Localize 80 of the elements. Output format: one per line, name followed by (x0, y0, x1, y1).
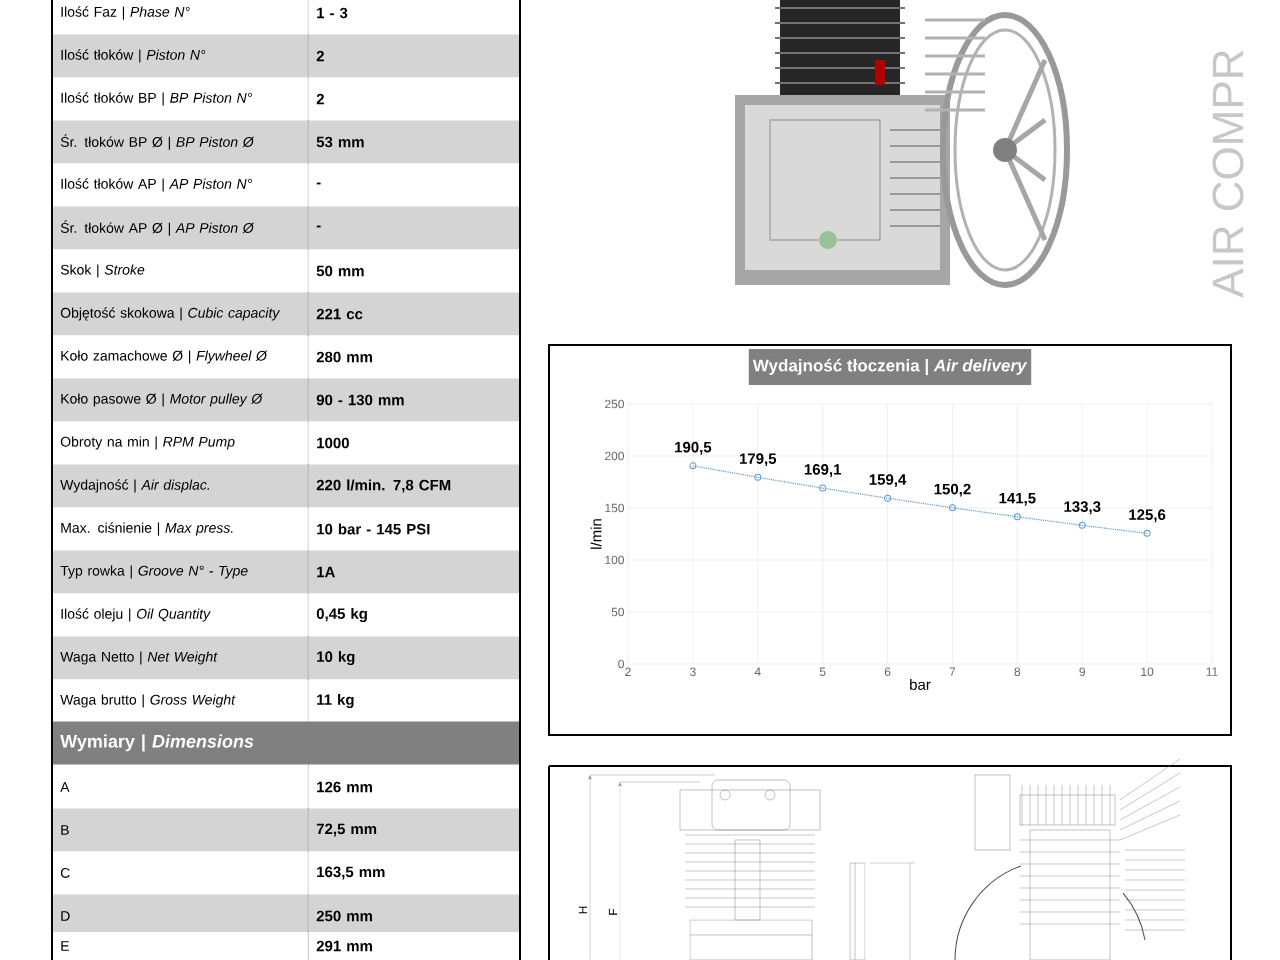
table-cell: - (308, 206, 522, 250)
table-cell: Waga brutto | Gross Weight (52, 678, 309, 724)
table-cell: 72,5 mm (308, 808, 522, 852)
table-cell: 280 mm (308, 335, 522, 379)
x-axis-title: bar (910, 678, 931, 690)
table-cell: 163,5 mm (308, 851, 522, 895)
x-tick-label: 4 (754, 667, 761, 676)
y-tick-label: 0 (618, 659, 625, 669)
table-cell: 0,45 kg (308, 593, 522, 637)
table-cell: 50 mm (308, 249, 522, 293)
table-cell: C (52, 850, 309, 896)
x-tick-label: 11 (1206, 667, 1218, 676)
dimension-label: F (607, 907, 619, 917)
side-title: AIR COMPR (1212, 50, 1244, 298)
point (1143, 529, 1151, 537)
table-cell: Koło pasowe Ø | Motor pulley Ø (52, 377, 309, 423)
text: 141,5 (999, 492, 1036, 506)
table-cell: 90 - 130 mm (308, 378, 522, 422)
y-axis-title: l/min (590, 519, 602, 549)
y-tick-label: 100 (605, 555, 625, 565)
table-cell: Wydajność | Air displac. (52, 463, 309, 509)
text: 125,6 (1129, 509, 1166, 523)
table-cell: 221 cc (308, 292, 522, 336)
table-cell: Waga Netto | Net Weight (52, 635, 309, 681)
point (1013, 513, 1021, 521)
table-cell: 1000 (308, 421, 522, 465)
y-tick-label: 200 (605, 451, 625, 461)
table-cell: B (52, 807, 309, 853)
x-tick-label: 7 (949, 667, 956, 676)
dimension-label: H (577, 904, 589, 916)
chart-title: Wydajność tłoczenia | Air delivery (748, 349, 1032, 385)
table-cell: Ilość oleju | Oil Quantity (52, 592, 309, 638)
x-tick-label: 10 (1141, 667, 1154, 677)
table-cell: Ilość tłoków AP | AP Piston N° (52, 162, 309, 208)
table-cell: - (308, 163, 522, 207)
table-cell: Śr. tłoków BP Ø | BP Piston Ø (52, 119, 309, 165)
x-tick-label: 2 (625, 667, 631, 676)
point (948, 504, 956, 512)
point (754, 473, 762, 481)
x-tick-label: 9 (1079, 667, 1085, 677)
point (884, 494, 892, 502)
table-cell: Objętość skokowa | Cubic capacity (52, 291, 309, 337)
x-tick-label: 3 (690, 667, 696, 677)
table-cell: 11 kg (308, 679, 522, 723)
text: 179,5 (739, 453, 777, 467)
text: 159,4 (869, 474, 907, 488)
section-header: Wymiary | Dimensions (52, 721, 521, 765)
table-cell: 2 (308, 34, 522, 78)
table-cell: Śr. tłoków AP Ø | AP Piston Ø (52, 205, 309, 251)
table-cell: Ilość tłoków | Piston N° (52, 33, 309, 79)
table-cell: Koło zamachowe Ø | Flywheel Ø (52, 334, 309, 380)
text: 169,1 (804, 464, 842, 477)
table-cell: Skok | Stroke (52, 248, 309, 294)
point (1078, 521, 1086, 529)
point (689, 462, 697, 470)
table-cell: 10 kg (308, 636, 522, 680)
table-cell: 1A (308, 550, 522, 594)
table-cell: A (52, 764, 309, 810)
y-tick-label: 250 (605, 399, 625, 409)
text: 150,2 (934, 483, 971, 497)
table-cell: Ilość tłoków BP | BP Piston N° (52, 76, 309, 122)
x-tick-label: 8 (1014, 667, 1021, 677)
chart-title: Wydajność tłoczenia | Air delivery (752, 358, 1028, 376)
table-cell: 291 mm (308, 932, 522, 960)
y-tick-label: 150 (605, 503, 625, 513)
text: 190,5 (675, 441, 712, 455)
table-cell: 10 bar - 145 PSI (308, 507, 522, 551)
x-tick-label: 5 (819, 667, 826, 676)
table-cell: Obroty na min | RPM Pump (52, 420, 309, 466)
table-cell: Typ rowka | Groove N° - Type (52, 549, 309, 595)
text: 133,3 (1064, 501, 1101, 515)
point (819, 484, 827, 492)
table-cell: E (52, 931, 309, 960)
table-cell: 53 mm (308, 120, 522, 164)
y-tick-label: 50 (611, 607, 625, 617)
table-cell: Ilość Faz | Phase N° (52, 0, 309, 36)
table-cell: 2 (308, 77, 522, 121)
table-cell: 220 l/min. 7,8 CFM (308, 464, 522, 508)
table-cell: Max. ciśnienie | Max press. (52, 506, 309, 552)
x-tick-label: 6 (884, 667, 891, 677)
